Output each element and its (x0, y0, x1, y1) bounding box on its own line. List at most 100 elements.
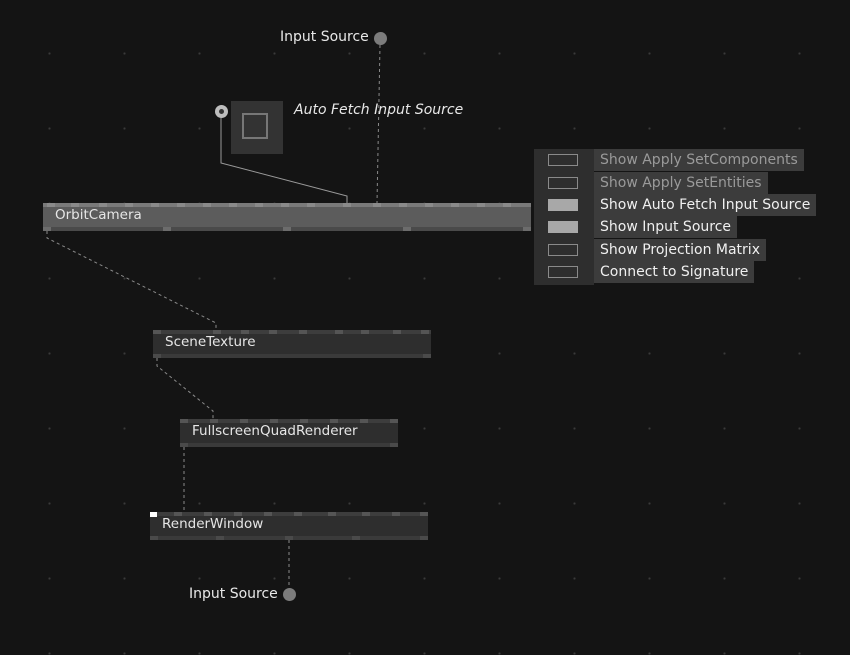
checkbox-icon[interactable] (548, 154, 578, 166)
checkbox-icon[interactable] (548, 266, 578, 278)
node-orbitcamera[interactable]: OrbitCamera (43, 203, 531, 231)
output-pin[interactable] (153, 354, 161, 358)
node-title: OrbitCamera (55, 207, 142, 223)
toggle-checkbox-icon (242, 113, 268, 139)
input-pin[interactable] (241, 330, 249, 334)
wire-scenetexture-to-fsq (156, 358, 214, 419)
input-pin[interactable] (229, 203, 237, 207)
input-pin[interactable] (393, 330, 401, 334)
input-pin[interactable] (360, 419, 368, 423)
input-pin[interactable] (390, 419, 398, 423)
input-pin[interactable] (270, 419, 278, 423)
input-pin-bar (150, 512, 428, 516)
menu-item-label: Show Auto Fetch Input Source (594, 194, 817, 216)
output-pin-bar (180, 443, 398, 447)
input-pin[interactable] (330, 419, 338, 423)
output-pin[interactable] (43, 227, 51, 231)
input-pin[interactable] (151, 203, 159, 207)
output-pin[interactable] (283, 227, 291, 231)
wire-auto-fetch-to-orbitcamera (220, 118, 348, 203)
menu-item-label: Show Projection Matrix (594, 239, 766, 261)
node-renderwindow[interactable]: RenderWindow (150, 512, 428, 540)
input-pin[interactable] (281, 203, 289, 207)
input-pin[interactable] (343, 203, 351, 207)
input-pin[interactable] (477, 203, 485, 207)
input-pin[interactable] (361, 330, 369, 334)
output-pin[interactable] (216, 536, 224, 540)
menu-item-label: Show Apply SetComponents (594, 149, 804, 171)
input-pin[interactable] (373, 203, 381, 207)
input-pin[interactable] (299, 330, 307, 334)
input-pin[interactable] (153, 330, 161, 334)
input-pin[interactable] (264, 512, 272, 516)
output-pin[interactable] (423, 354, 431, 358)
output-pin[interactable] (285, 536, 293, 540)
input-pin[interactable] (125, 203, 133, 207)
menu-item-label: Show Apply SetEntities (594, 172, 768, 194)
auto-fetch-label: Auto Fetch Input Source (294, 102, 464, 118)
node-title: FullscreenQuadRenderer (192, 423, 358, 439)
context-menu: Show Apply SetComponents Show Apply SetE… (534, 149, 817, 285)
input-pin[interactable] (420, 512, 428, 516)
input-pin[interactable] (203, 203, 211, 207)
input-pin[interactable] (392, 512, 400, 516)
auto-fetch-pin[interactable] (215, 105, 228, 118)
output-pin[interactable] (403, 227, 411, 231)
input-pin[interactable] (213, 330, 221, 334)
input-pin[interactable] (204, 512, 212, 516)
input-pin[interactable] (451, 203, 459, 207)
input-source-pin-bottom[interactable] (283, 588, 296, 601)
checkbox-icon[interactable] (548, 244, 578, 256)
selection-marker (150, 512, 157, 517)
input-pin[interactable] (399, 203, 407, 207)
menu-item-label: Connect to Signature (594, 261, 755, 283)
node-fullscreenquadrenderer[interactable]: FullscreenQuadRenderer (180, 419, 398, 447)
checkbox-icon[interactable] (548, 177, 578, 189)
node-title: SceneTexture (165, 334, 256, 350)
input-pin[interactable] (335, 330, 343, 334)
input-pin-bar (153, 330, 431, 334)
input-pin[interactable] (255, 203, 263, 207)
output-pin[interactable] (163, 227, 171, 231)
input-pin[interactable] (71, 203, 79, 207)
output-pin[interactable] (420, 536, 428, 540)
input-source-label-bottom: Input Source (189, 586, 278, 602)
output-pin[interactable] (352, 536, 360, 540)
output-pin[interactable] (180, 443, 188, 447)
input-pin[interactable] (269, 330, 277, 334)
input-pin[interactable] (421, 330, 429, 334)
output-pin-bar (153, 354, 431, 358)
output-pin[interactable] (150, 536, 158, 540)
input-pin[interactable] (503, 203, 511, 207)
menu-check-column (534, 149, 594, 285)
input-pin[interactable] (300, 419, 308, 423)
output-pin[interactable] (523, 227, 531, 231)
input-pin[interactable] (362, 512, 370, 516)
input-pin[interactable] (307, 203, 315, 207)
auto-fetch-toggle[interactable] (231, 101, 283, 154)
input-pin[interactable] (177, 203, 185, 207)
input-pin[interactable] (180, 419, 188, 423)
input-pin[interactable] (425, 203, 433, 207)
checkbox-icon[interactable] (548, 199, 578, 211)
wire-orbitcamera-to-scenetexture (46, 231, 217, 330)
node-title: RenderWindow (162, 516, 264, 532)
menu-item-label: Show Input Source (594, 216, 738, 238)
input-source-pin-top[interactable] (374, 32, 387, 45)
input-pin-bar (180, 419, 398, 423)
input-pin[interactable] (234, 512, 242, 516)
input-pin[interactable] (174, 512, 182, 516)
wire-input-source-to-orbitcamera (376, 44, 381, 204)
input-pin[interactable] (99, 203, 107, 207)
input-pin[interactable] (210, 419, 218, 423)
output-pin[interactable] (390, 443, 398, 447)
input-pin[interactable] (294, 512, 302, 516)
input-source-label-top: Input Source (280, 29, 369, 45)
input-pin[interactable] (47, 203, 55, 207)
node-scenetexture[interactable]: SceneTexture (153, 330, 431, 358)
input-pin[interactable] (328, 512, 336, 516)
checkbox-icon[interactable] (548, 221, 578, 233)
input-pin[interactable] (240, 419, 248, 423)
